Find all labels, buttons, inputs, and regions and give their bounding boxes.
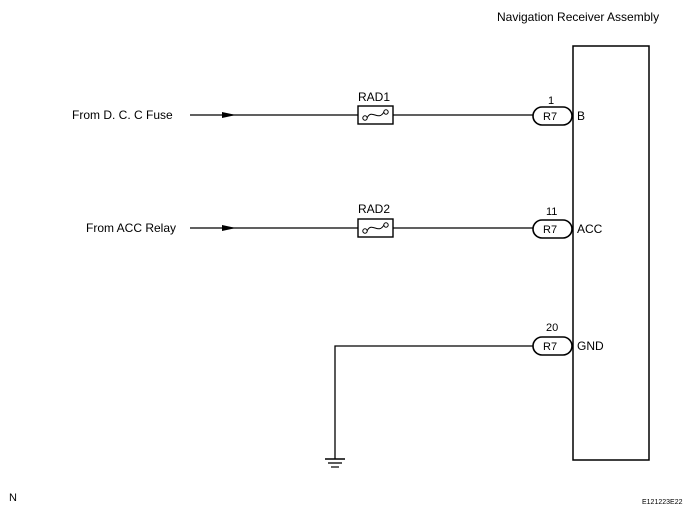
- corner-mark-left: N: [9, 492, 17, 504]
- connector-r7-pin11: [532, 219, 573, 239]
- pin-number-1: 1: [548, 95, 554, 107]
- source-label-dcc-fuse: From D. C. C Fuse: [72, 108, 173, 122]
- circuit-row-b: From D. C. C Fuse RAD1 1 R7 B: [72, 90, 585, 126]
- terminal-gnd: GND: [577, 339, 604, 353]
- fuse-label-rad1: RAD1: [358, 90, 390, 104]
- fuse-label-rad2: RAD2: [358, 202, 390, 216]
- terminal-b: B: [577, 109, 585, 123]
- connector-code-pin20: R7: [543, 341, 557, 353]
- receiver-assembly-box: [572, 45, 650, 461]
- wire-gnd: [334, 345, 533, 459]
- circuit-row-gnd: 20 R7 GND: [325, 322, 604, 468]
- fuse-rad1: [357, 105, 394, 125]
- terminal-acc: ACC: [577, 222, 603, 236]
- connector-code-pin1: R7: [543, 111, 557, 123]
- ground-icon: [325, 458, 345, 468]
- source-label-acc-relay: From ACC Relay: [86, 221, 176, 235]
- figure-code: E121223E22: [642, 499, 683, 506]
- component-title: Navigation Receiver Assembly: [497, 10, 659, 24]
- arrow-b: [222, 112, 236, 118]
- connector-code-pin11: R7: [543, 224, 557, 236]
- circuit-row-acc: From ACC Relay RAD2 11 R7 ACC: [86, 202, 603, 239]
- pin-number-11: 11: [546, 206, 557, 218]
- fuse-rad2: [357, 218, 394, 238]
- pin-number-20: 20: [546, 322, 558, 334]
- connector-r7-pin1: [532, 106, 573, 126]
- arrow-acc: [222, 225, 236, 231]
